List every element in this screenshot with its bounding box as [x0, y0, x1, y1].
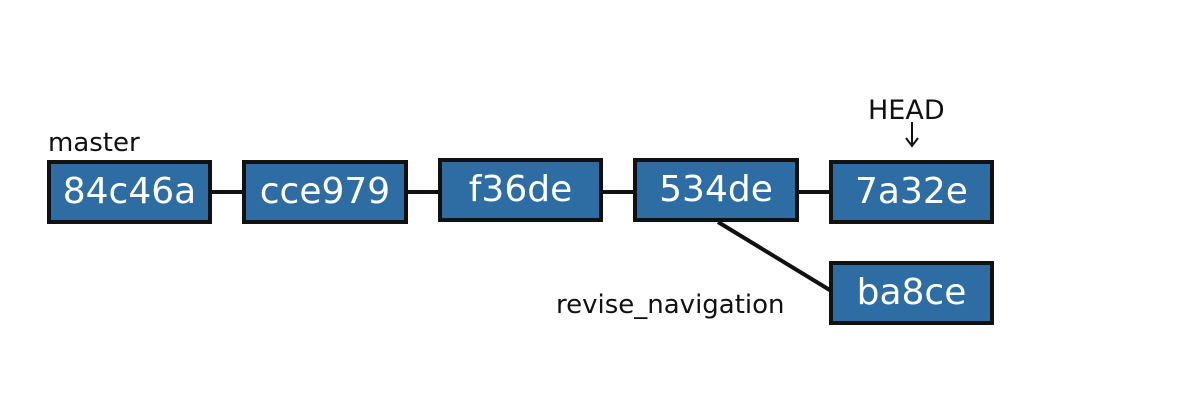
- commit-ba8ce: ba8ce: [829, 261, 994, 325]
- connector-534de-ba8ce: [716, 220, 835, 294]
- head-label: HEAD: [868, 95, 945, 126]
- commit-f36de: f36de: [438, 158, 603, 222]
- commit-cce979: cce979: [242, 160, 408, 224]
- commit-7a32e: 7a32e: [829, 160, 994, 224]
- commit-84c46a: 84c46a: [47, 160, 212, 224]
- branch-label-revise-navigation: revise_navigation: [556, 290, 785, 320]
- branch-label-master: master: [48, 128, 140, 158]
- head-pointer-arrow-icon: [905, 122, 919, 148]
- commit-534de: 534de: [633, 158, 799, 222]
